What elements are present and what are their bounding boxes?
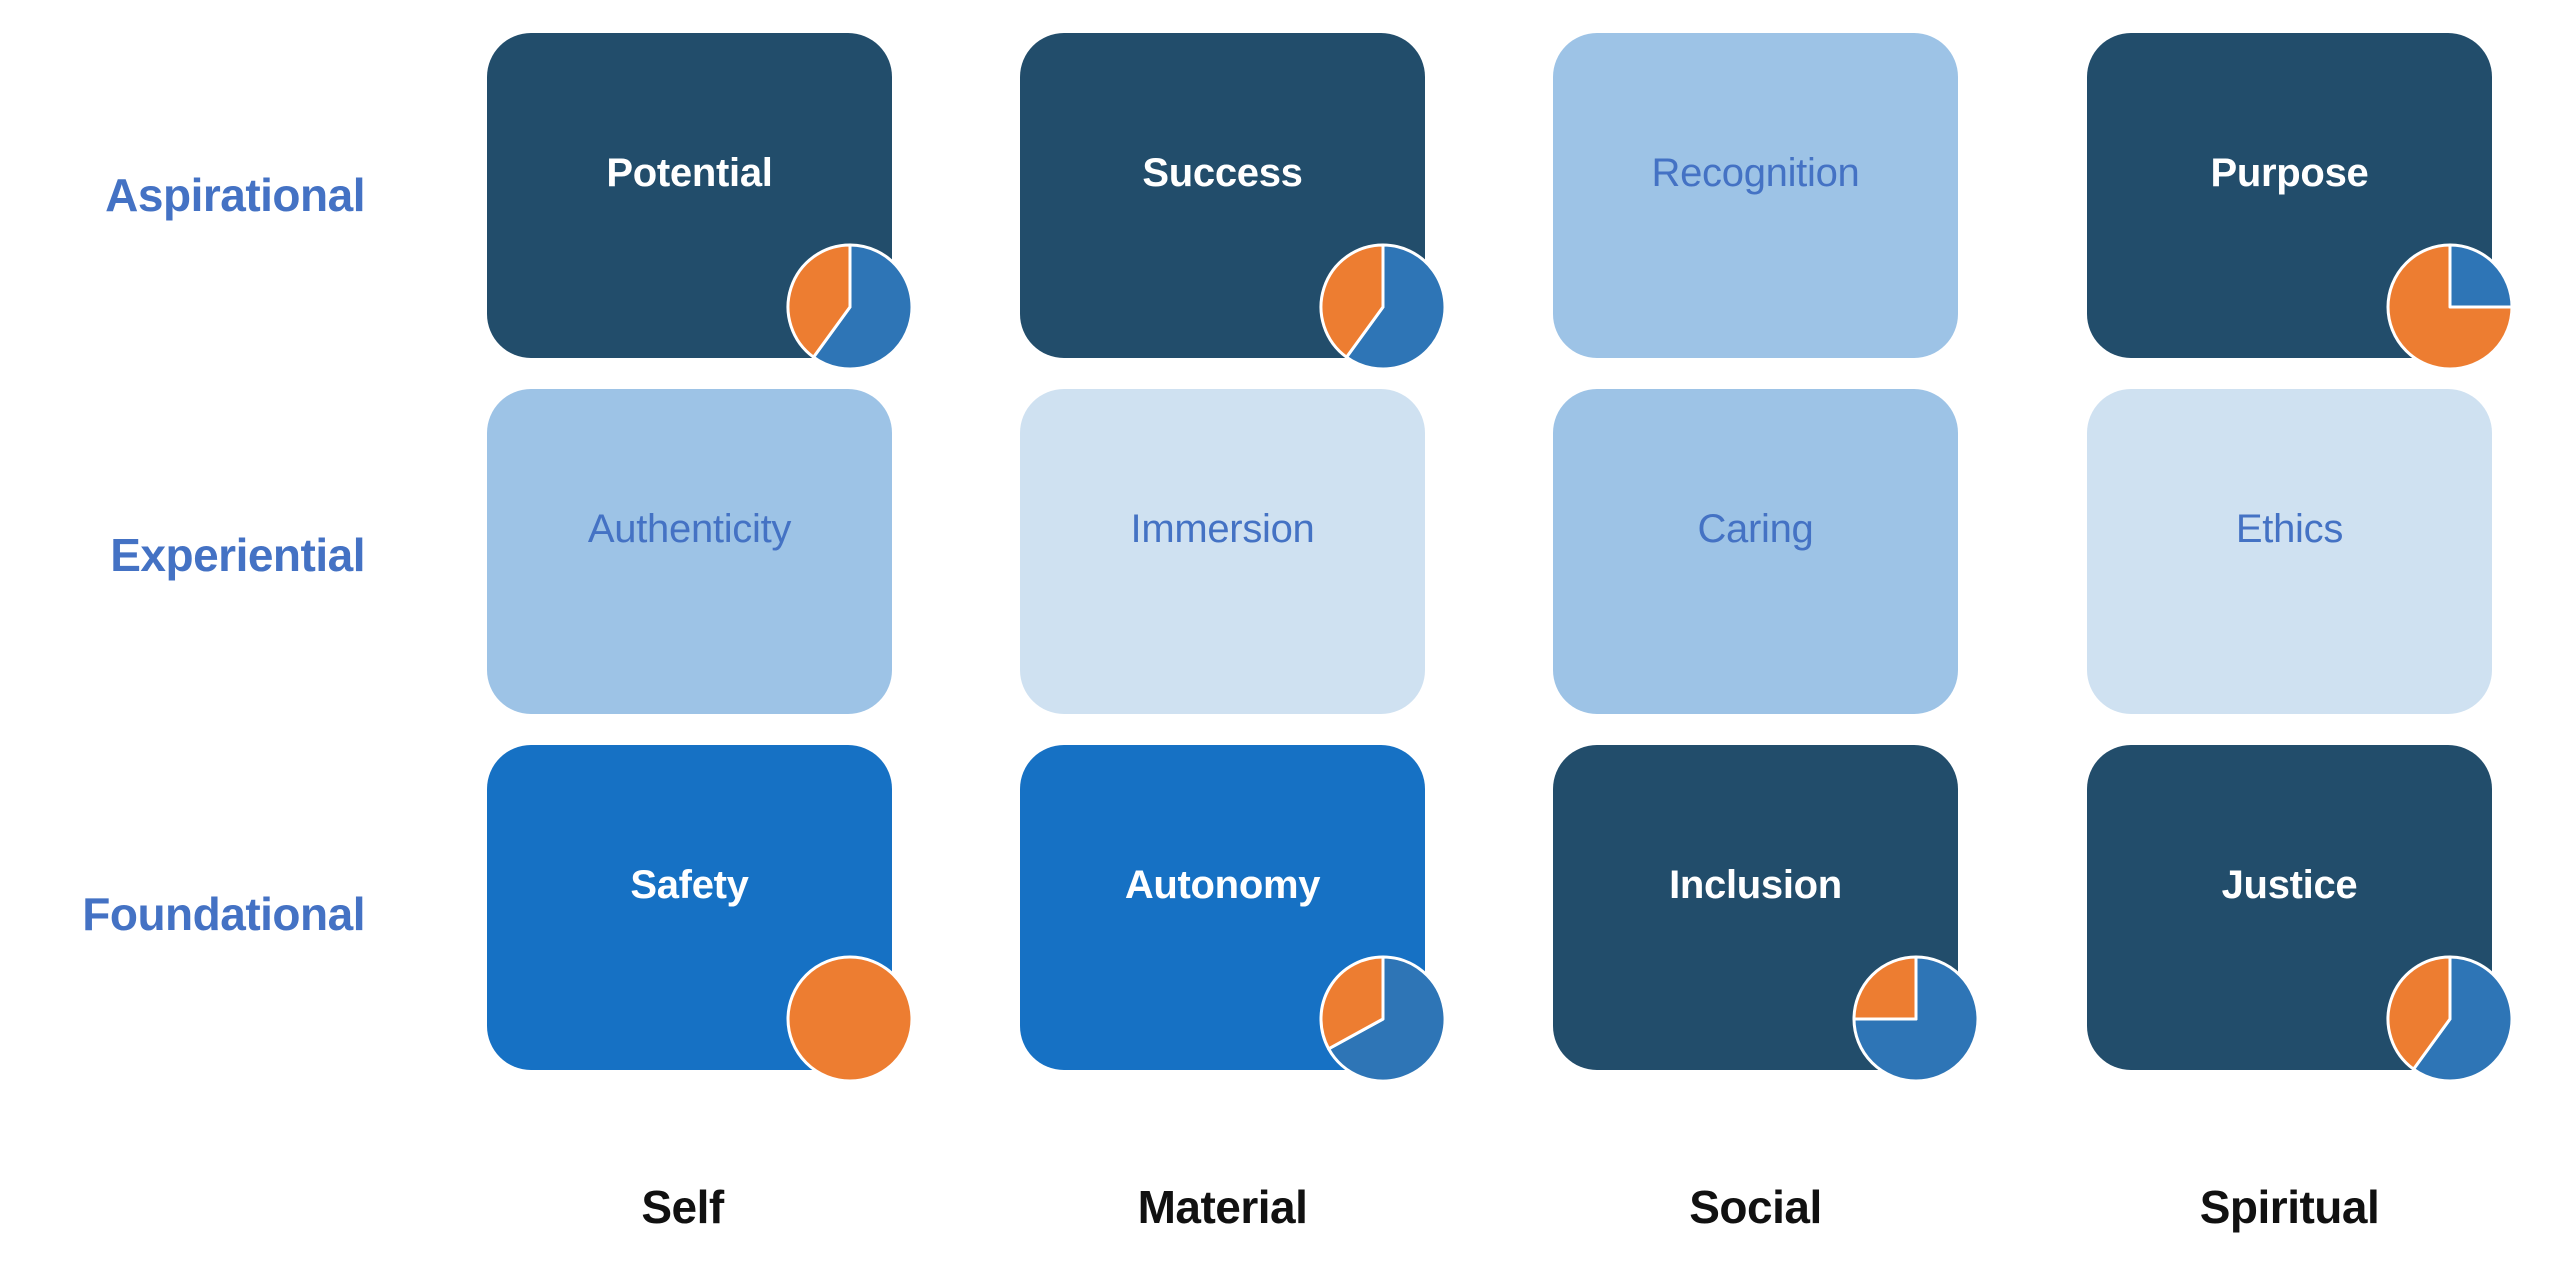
cell-label: Autonomy <box>1124 863 1321 907</box>
cell-ethics: Ethics <box>2087 389 2492 714</box>
pie-chart-potential <box>786 243 914 371</box>
pie-chart-purpose <box>2386 243 2514 371</box>
cell-recognition: Recognition <box>1553 33 1958 358</box>
cell-label: Justice <box>2221 863 2358 907</box>
pie-slice-orange <box>2386 243 2514 371</box>
pie-slice-blue <box>2412 955 2514 1083</box>
pie-chart-inclusion <box>1852 955 1980 1083</box>
pie-slice-orange <box>1319 243 1385 359</box>
pie-slice-blue <box>2448 243 2514 309</box>
cell-label: Caring <box>1697 507 1814 551</box>
pie-chart-justice <box>2386 955 2514 1083</box>
pie-slice-blue <box>1345 243 1447 371</box>
cell-label: Safety <box>630 863 749 907</box>
pie-slice-blue <box>812 243 914 371</box>
cell-label: Recognition <box>1651 151 1860 195</box>
cell-caring: Caring <box>1553 389 1958 714</box>
cell-justice: Justice <box>2087 745 2492 1070</box>
cell-immersion: Immersion <box>1020 389 1425 714</box>
column-label-social: Social <box>1689 1181 1822 1233</box>
cell-label: Authenticity <box>587 507 792 551</box>
column-label-material: Material <box>1137 1181 1308 1233</box>
cell-label: Immersion <box>1130 507 1315 551</box>
pie-chart-safety <box>786 955 914 1083</box>
cell-authenticity: Authenticity <box>487 389 892 714</box>
row-label-foundational: Foundational <box>82 888 365 940</box>
column-label-self: Self <box>641 1181 724 1233</box>
pie-chart-success <box>1319 243 1447 371</box>
pie-chart-autonomy <box>1319 955 1447 1083</box>
pie-slice-orange <box>786 955 914 1083</box>
cell-label: Inclusion <box>1669 863 1842 907</box>
pie-slice-orange <box>1319 955 1385 1051</box>
cell-label: Ethics <box>2235 507 2344 551</box>
pie-slice-orange <box>786 243 852 359</box>
cell-label: Success <box>1142 151 1303 195</box>
row-label-experiential: Experiential <box>110 529 365 581</box>
pie-slice-orange <box>2386 955 2452 1071</box>
column-label-spiritual: Spiritual <box>2199 1181 2380 1233</box>
pie-slice-blue <box>1327 955 1447 1083</box>
cell-label: Potential <box>606 151 773 195</box>
row-label-aspirational: Aspirational <box>105 169 365 221</box>
cell-label: Purpose <box>2210 151 2369 195</box>
pie-slice-orange <box>1852 955 1918 1021</box>
